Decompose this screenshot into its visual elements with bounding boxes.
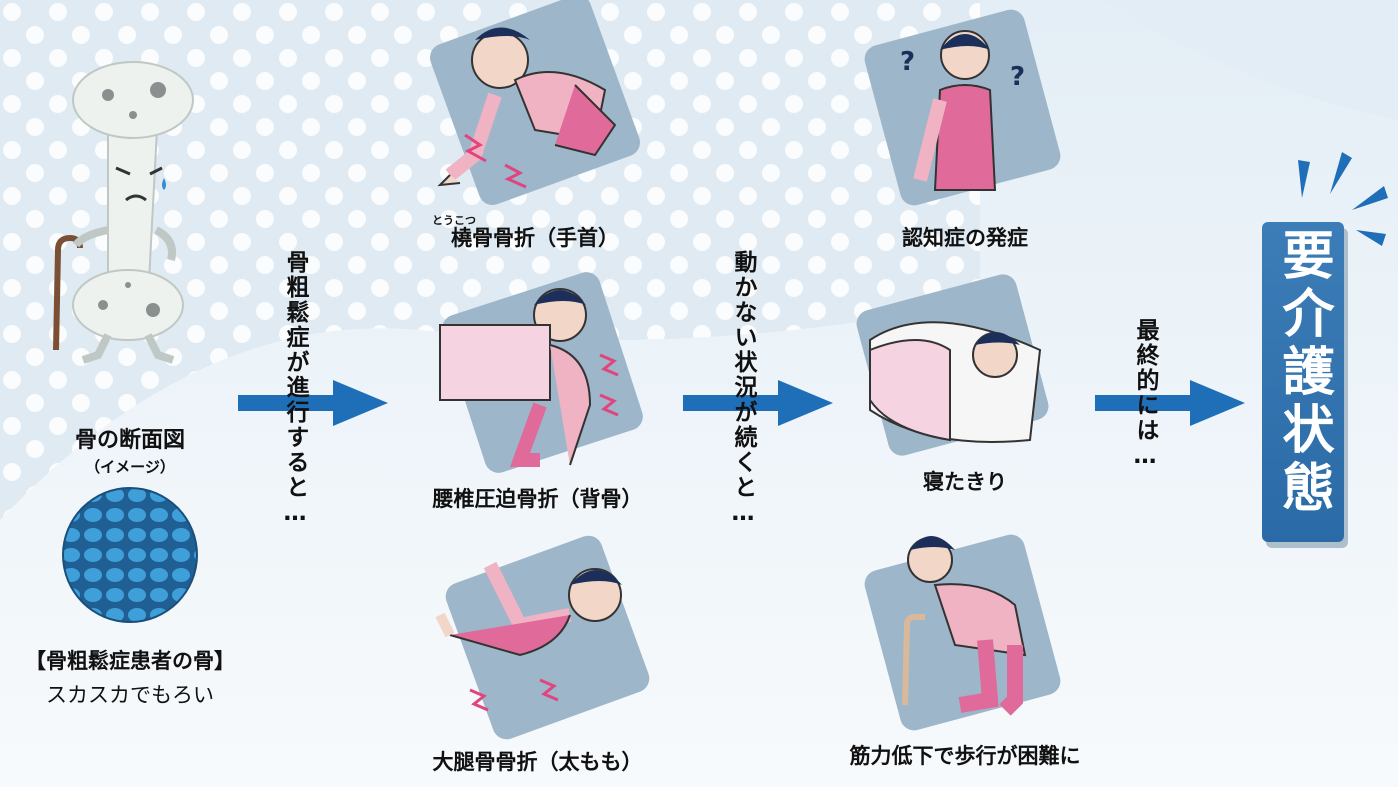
spine-fracture-illustration: [439, 288, 619, 467]
femur-fracture-illustration: [435, 561, 622, 712]
arrow-2-icon: [683, 380, 833, 426]
wrist-fracture-label: 橈骨骨折（手首）: [451, 226, 619, 250]
flow-step-2-text: 動かない状況が続くと…: [730, 250, 756, 528]
flow-step-3-text: 最終的には…: [1132, 318, 1158, 471]
care-needed-text: 要介護状態: [1273, 228, 1333, 518]
bedridden-illustration: [869, 321, 1042, 443]
care-needed-box: 要介護状態: [1262, 222, 1344, 542]
bone-caption-sub: （イメージ）: [85, 458, 175, 476]
bone-character-illustration: [53, 61, 194, 364]
arrow-1-icon: [238, 380, 388, 426]
bone-cross-section-image: [62, 487, 198, 623]
emphasis-lines-icon: [1298, 152, 1388, 246]
dementia-label: 認知症の発症: [902, 226, 1028, 250]
femur-fracture-label: 大腿骨骨折（太もも）: [432, 750, 643, 774]
bone-patient-title: 【骨粗鬆症患者の骨】: [25, 649, 235, 673]
flow-step-1-text: 骨粗鬆症が進行すると…: [282, 250, 308, 528]
walking-difficulty-illustration: [902, 536, 1027, 716]
spine-fracture-label: 腰椎圧迫骨折（背骨）: [432, 487, 643, 511]
arrow-3-icon: [1095, 380, 1245, 426]
bedridden-label: 寝たきり: [923, 470, 1007, 494]
svg-text:?: ?: [900, 47, 915, 77]
walking-difficulty-label: 筋力低下で歩行が困難に: [849, 744, 1081, 768]
dementia-illustration: ? ?: [900, 30, 1025, 191]
bone-caption: 骨の断面図: [74, 428, 185, 453]
wrist-fracture-ruby: とうこつ: [432, 214, 476, 227]
wrist-fracture-illustration: [437, 27, 617, 189]
svg-text:?: ?: [1010, 62, 1025, 92]
bone-patient-desc: スカスカでもろい: [46, 683, 214, 707]
